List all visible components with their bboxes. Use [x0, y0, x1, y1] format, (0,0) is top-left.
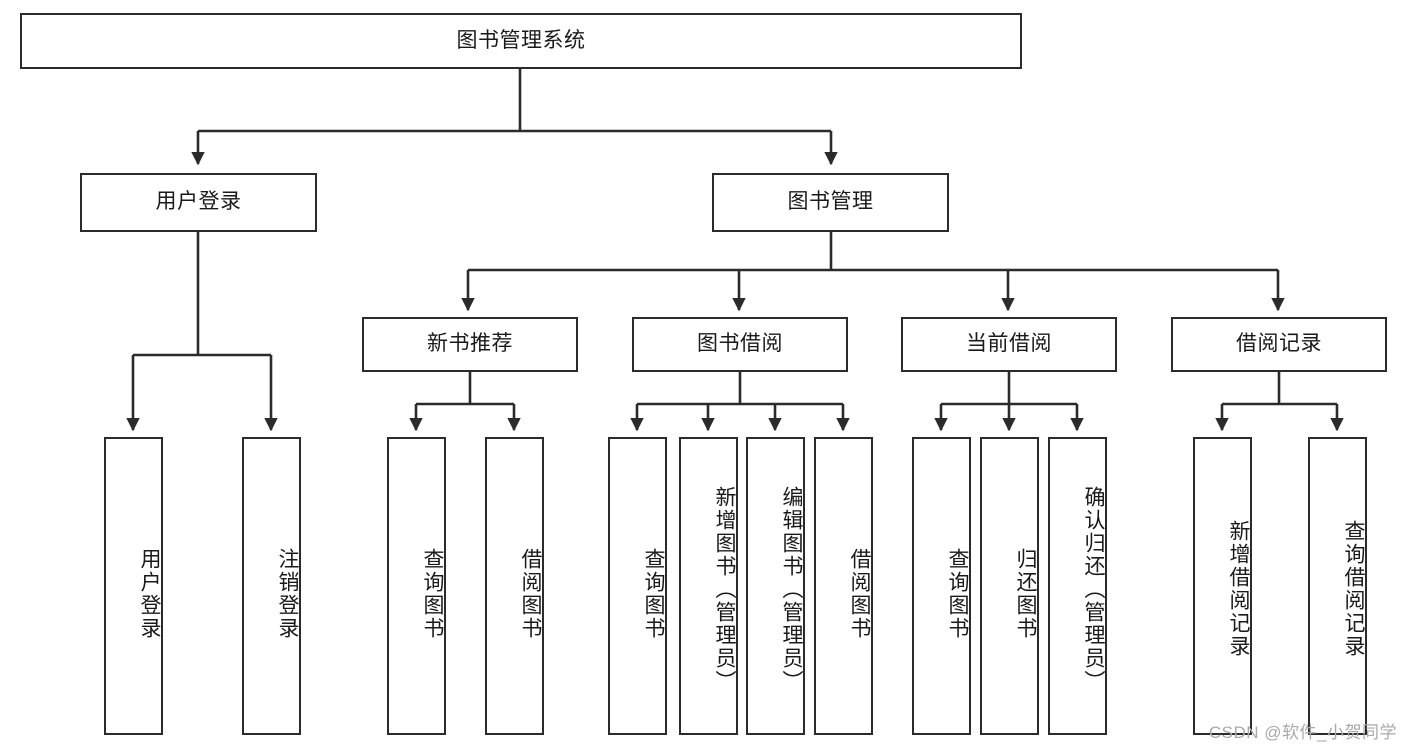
leaf-query-book-borrow[interactable]: 查询图书: [608, 437, 667, 735]
leaf-logout[interactable]: 注销登录: [242, 437, 301, 735]
node-user-login-label: 用户登录: [155, 190, 242, 214]
leaf-user-login[interactable]: 用户登录: [104, 437, 163, 735]
node-current-borrow[interactable]: 当前借阅: [901, 317, 1117, 372]
leaf-add-book[interactable]: 新增图书（管理员）: [679, 437, 738, 735]
leaf-confirm-return[interactable]: 确认归还（管理员）: [1048, 437, 1107, 735]
node-book-borrow-label: 图书借阅: [697, 332, 783, 356]
leaf-borrow-book[interactable]: 借阅图书: [814, 437, 873, 735]
leaf-add-borrow-record-label: 新增借阅记录: [1227, 520, 1250, 658]
leaf-borrow-book-recommend[interactable]: 借阅图书: [485, 437, 544, 735]
node-new-book-recommend-label: 新书推荐: [427, 332, 513, 356]
leaf-user-login-label: 用户登录: [138, 548, 161, 640]
leaf-add-book-label: 新增图书（管理员）: [713, 485, 736, 693]
node-user-login[interactable]: 用户登录: [80, 173, 317, 232]
csdn-watermark: CSDN @软件_小贺同学: [1208, 723, 1397, 742]
leaf-query-book-recommend[interactable]: 查询图书: [387, 437, 446, 735]
leaf-return-book-label: 归还图书: [1014, 548, 1037, 640]
node-borrow-record-label: 借阅记录: [1236, 332, 1322, 356]
node-book-borrow[interactable]: 图书借阅: [632, 317, 848, 372]
leaf-confirm-return-label: 确认归还（管理员）: [1082, 485, 1105, 693]
leaf-query-borrow-record[interactable]: 查询借阅记录: [1308, 437, 1367, 735]
node-book-manage-label: 图书管理: [787, 190, 874, 214]
leaf-edit-book[interactable]: 编辑图书（管理员）: [746, 437, 805, 735]
leaf-borrow-book-label: 借阅图书: [848, 548, 871, 640]
leaf-query-borrow-record-label: 查询借阅记录: [1342, 520, 1365, 658]
leaf-query-book-current[interactable]: 查询图书: [912, 437, 971, 735]
node-current-borrow-label: 当前借阅: [966, 332, 1052, 356]
leaf-return-book[interactable]: 归还图书: [980, 437, 1039, 735]
leaf-query-book-borrow-label: 查询图书: [642, 548, 665, 640]
node-borrow-record[interactable]: 借阅记录: [1171, 317, 1387, 372]
node-book-manage[interactable]: 图书管理: [712, 173, 949, 232]
node-root-label: 图书管理系统: [456, 28, 586, 52]
leaf-edit-book-label: 编辑图书（管理员）: [780, 485, 803, 693]
leaf-query-book-current-label: 查询图书: [946, 548, 969, 640]
node-new-book-recommend[interactable]: 新书推荐: [362, 317, 578, 372]
node-root[interactable]: 图书管理系统: [20, 13, 1022, 69]
leaf-add-borrow-record[interactable]: 新增借阅记录: [1193, 437, 1252, 735]
leaf-borrow-book-recommend-label: 借阅图书: [519, 548, 542, 640]
leaf-query-book-recommend-label: 查询图书: [421, 548, 444, 640]
leaf-logout-label: 注销登录: [276, 548, 299, 640]
